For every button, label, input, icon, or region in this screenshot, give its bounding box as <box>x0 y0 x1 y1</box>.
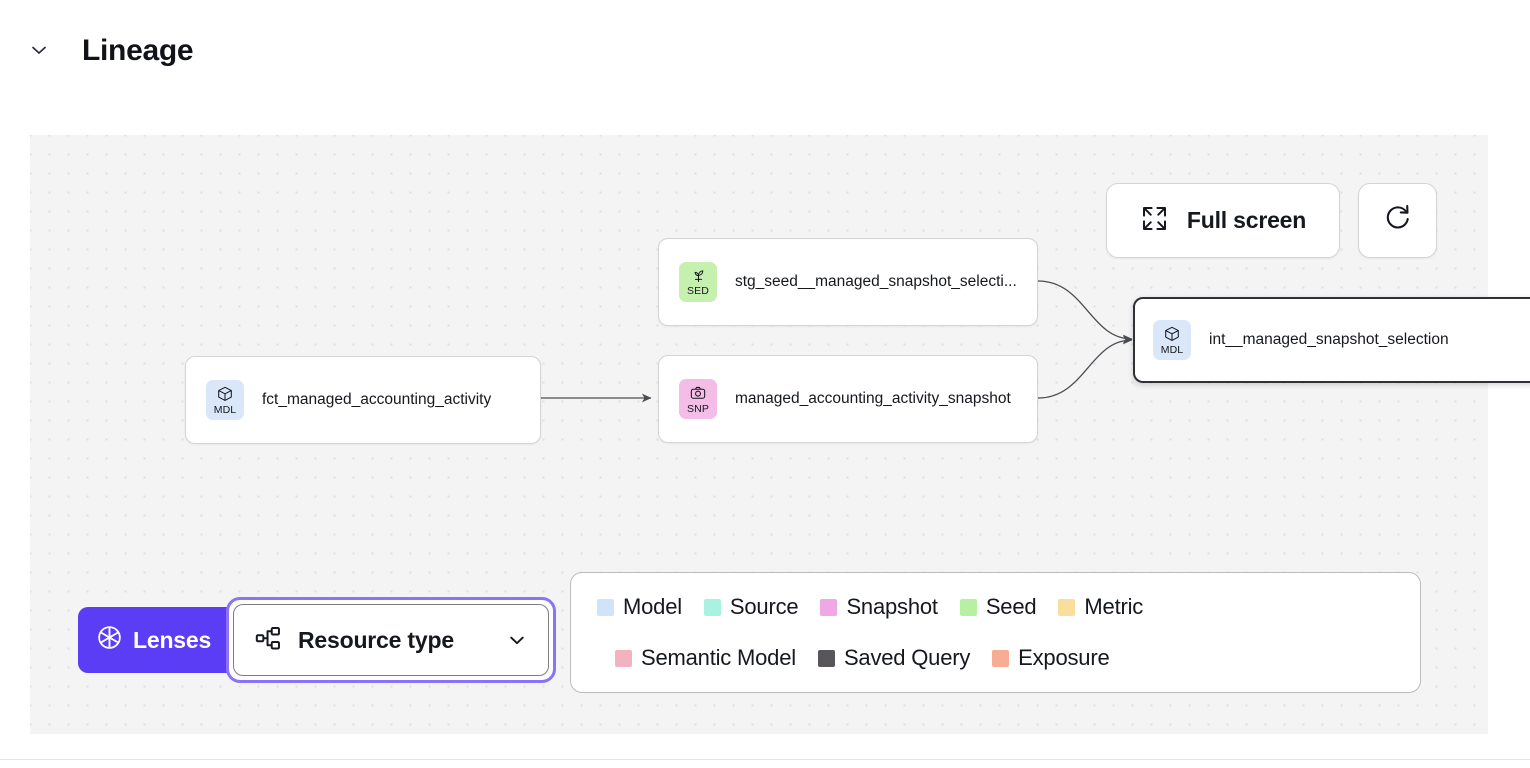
lineage-node-fct-managed-accounting-activity[interactable]: MDL fct_managed_accounting_activity <box>185 356 541 444</box>
lineage-node-managed-accounting-activity-snapshot[interactable]: SNP managed_accounting_activity_snapshot <box>658 355 1038 443</box>
resource-type-label: Resource type <box>298 626 454 653</box>
legend-swatch-exposure <box>992 649 1010 667</box>
page-title: Lineage <box>82 34 194 67</box>
lineage-node-stg-seed-managed-snapshot-selection[interactable]: SED stg_seed__managed_snapshot_selecti..… <box>658 238 1038 326</box>
camera-icon: SNP <box>679 379 717 419</box>
node-badge-label: MDL <box>213 403 237 416</box>
lenses-button[interactable]: Lenses <box>78 607 254 673</box>
chevron-down-icon <box>506 629 528 651</box>
legend-item-metric: Metric <box>1058 594 1143 620</box>
full-screen-button[interactable]: Full screen <box>1106 183 1340 258</box>
legend-label: Semantic Model <box>641 645 796 670</box>
cube-icon: MDL <box>206 380 244 420</box>
legend-label: Saved Query <box>843 645 971 670</box>
node-label: int__managed_snapshot_selection <box>1209 331 1449 348</box>
node-badge-label: SED <box>687 285 709 297</box>
legend-item-seed: Seed <box>959 594 1037 620</box>
node-badge-label: SNP <box>687 402 709 415</box>
hierarchy-icon <box>254 624 282 657</box>
legend-swatch-snapshot <box>820 598 838 616</box>
legend-label: Exposure <box>1018 645 1110 670</box>
legend-item-model: Model <box>597 594 682 620</box>
legend-swatch-model <box>597 598 614 616</box>
node-badge-label: MDL <box>1160 343 1184 356</box>
node-label: fct_managed_accounting_activity <box>262 391 492 408</box>
legend-swatch-seed <box>959 598 977 616</box>
legend-label: Metric <box>1084 594 1144 619</box>
legend-item-snapshot: Snapshot <box>820 594 938 620</box>
node-label: stg_seed__managed_snapshot_selecti... <box>735 273 1017 290</box>
legend-label: Source <box>729 594 799 619</box>
legend-label: Seed <box>985 594 1037 619</box>
legend-label: Snapshot <box>846 594 938 619</box>
legend-swatch-semantic-model <box>615 649 632 667</box>
full-screen-label: Full screen <box>1186 207 1307 233</box>
legend-item-semantic-model: Semantic Model <box>615 645 796 671</box>
refresh-icon <box>1383 203 1413 238</box>
chevron-down-icon[interactable] <box>27 38 51 62</box>
legend-item-source: Source <box>703 594 799 620</box>
lineage-canvas[interactable]: MDL fct_managed_accounting_activity SED … <box>30 135 1530 734</box>
refresh-button[interactable] <box>1358 183 1437 258</box>
legend-item-saved-query: Saved Query <box>817 645 971 671</box>
legend-swatch-metric <box>1058 598 1076 616</box>
lineage-controls-group: Lenses Resource type <box>78 597 556 683</box>
sprout-icon: SED <box>679 262 717 302</box>
lineage-legend: Model Source Snapshot Seed Metric S <box>570 572 1421 693</box>
legend-label: Model <box>623 594 682 619</box>
bottom-divider <box>0 759 1530 760</box>
lineage-section-header: Lineage <box>0 0 1530 100</box>
legend-swatch-saved-query <box>817 649 835 667</box>
legend-swatch-source <box>703 598 721 616</box>
expand-arrows-icon <box>1140 204 1169 238</box>
legend-item-exposure: Exposure <box>992 645 1110 671</box>
cube-icon: MDL <box>1153 320 1191 360</box>
aperture-icon <box>96 624 123 656</box>
legend-row-2: Semantic Model Saved Query Exposure <box>597 640 1394 676</box>
lineage-node-int-managed-snapshot-selection[interactable]: MDL int__managed_snapshot_selection <box>1133 297 1530 383</box>
node-label: managed_accounting_activity_snapshot <box>735 390 1011 407</box>
legend-row-1: Model Source Snapshot Seed Metric <box>597 589 1394 625</box>
resource-type-dropdown[interactable]: Resource type <box>226 597 556 683</box>
lenses-label: Lenses <box>133 626 212 653</box>
